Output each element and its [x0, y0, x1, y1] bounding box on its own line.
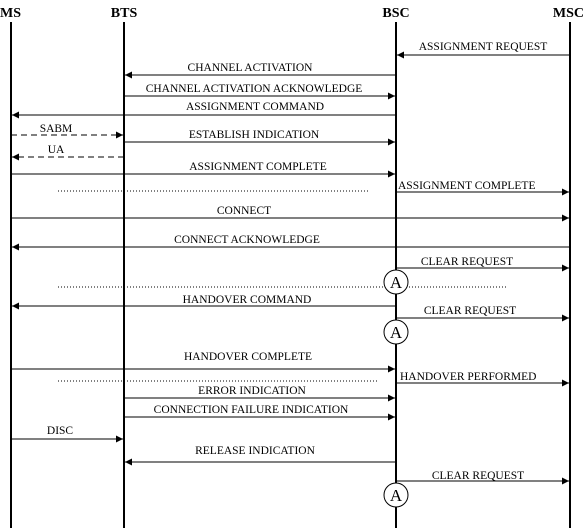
msg-channel-activation-label: CHANNEL ACTIVATION: [188, 62, 314, 74]
msg-connection-failure-label: CONNECTION FAILURE INDICATION: [154, 404, 349, 416]
msg-disc-label: DISC: [47, 425, 74, 437]
msg-assignment-command-label: ASSIGNMENT COMMAND: [186, 101, 324, 113]
connector-a: [383, 482, 409, 508]
msg-error-indication-label: ERROR INDICATION: [198, 385, 306, 397]
msg-clear-request-3-label: CLEAR REQUEST: [432, 470, 524, 482]
connector-a: [383, 319, 409, 345]
msg-ua-label: UA: [48, 144, 65, 156]
msg-assignment-complete-label: ASSIGNMENT COMPLETE: [189, 161, 326, 173]
connector-a-label: A: [390, 273, 403, 292]
msg-assignment-complete-msc-label: ASSIGNMENT COMPLETE: [398, 180, 535, 192]
connector-a-label: A: [390, 323, 403, 342]
connector-a: [383, 269, 409, 295]
msg-sabm-label: SABM: [40, 123, 73, 135]
entity-msc: MSC: [553, 6, 584, 21]
entity-ms: MS: [0, 6, 21, 21]
msg-channel-activation-ack-label: CHANNEL ACTIVATION ACKNOWLEDGE: [146, 83, 363, 95]
entity-bts: BTS: [111, 6, 138, 21]
msg-handover-complete-label: HANDOVER COMPLETE: [184, 351, 312, 363]
msg-connect-label: CONNECT: [217, 205, 271, 217]
msg-release-indication-label: RELEASE INDICATION: [195, 445, 315, 457]
msg-connect-ack-label: CONNECT ACKNOWLEDGE: [174, 234, 320, 246]
msg-clear-request-1-label: CLEAR REQUEST: [421, 256, 513, 268]
entity-bsc: BSC: [382, 6, 409, 21]
connector-a-label: A: [390, 486, 403, 505]
msg-handover-performed-label: HANDOVER PERFORMED: [400, 371, 536, 383]
msg-assignment-request-label: ASSIGNMENT REQUEST: [419, 41, 548, 53]
msg-handover-command-label: HANDOVER COMMAND: [183, 294, 312, 306]
msg-clear-request-2-label: CLEAR REQUEST: [424, 305, 516, 317]
msg-establish-indication-label: ESTABLISH INDICATION: [189, 129, 320, 141]
